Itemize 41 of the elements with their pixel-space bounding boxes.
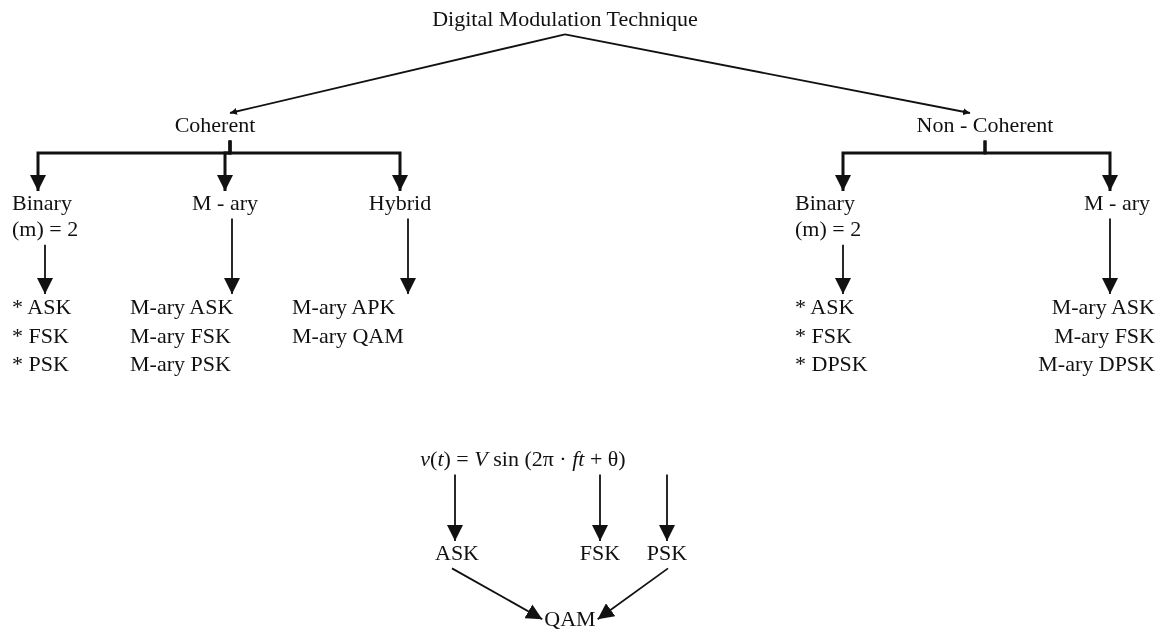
list-item: * FSK [795, 321, 853, 350]
list-item: M-ary ASK [1050, 293, 1155, 321]
list-item: M-ary ASK [130, 293, 234, 321]
list-item: M-ary PSK [130, 350, 232, 379]
arrow [447, 473, 463, 542]
arrow [596, 567, 669, 621]
list-item: M-ary FSK [130, 321, 232, 350]
arrow [592, 473, 608, 542]
category-label: FSK [579, 540, 621, 567]
arrow [37, 243, 53, 295]
list-item: M-ary FSK [1053, 321, 1155, 350]
category-label: Hybrid [368, 190, 432, 217]
arrow [228, 140, 408, 191]
arrow [983, 140, 1118, 191]
equation-text: v(t) = V sin (2π · ft + θ) [420, 446, 626, 473]
category-label: Coherent [174, 112, 256, 139]
arrow [451, 567, 544, 621]
list-item: M-ary QAM [292, 321, 404, 350]
list-item: * PSK [12, 350, 70, 379]
category-label: Binary (m) = 2 [12, 190, 92, 243]
category-label: M - ary [1084, 190, 1150, 217]
arrow [224, 217, 240, 295]
arrow [835, 243, 851, 295]
list-item: * ASK [12, 293, 72, 321]
list-item: * ASK [795, 293, 856, 321]
category-label: Non - Coherent [916, 112, 1054, 139]
category-label: ASK [435, 540, 479, 567]
arrow [229, 33, 566, 115]
category-label: QAM [544, 606, 596, 633]
category-label: PSK [646, 540, 688, 567]
list-item: M-ary APK [292, 293, 397, 321]
category-label: Binary (m) = 2 [795, 190, 875, 243]
heading-text: Digital Modulation Technique [432, 6, 698, 33]
arrow [1102, 217, 1118, 295]
list-item: M-ary DPSK [1038, 350, 1155, 379]
arrow [400, 217, 416, 295]
list-item: * FSK [12, 321, 70, 350]
list-item: * DPSK [795, 350, 868, 379]
arrow [564, 33, 971, 116]
arrow [659, 473, 675, 542]
category-label: M - ary [192, 190, 258, 217]
